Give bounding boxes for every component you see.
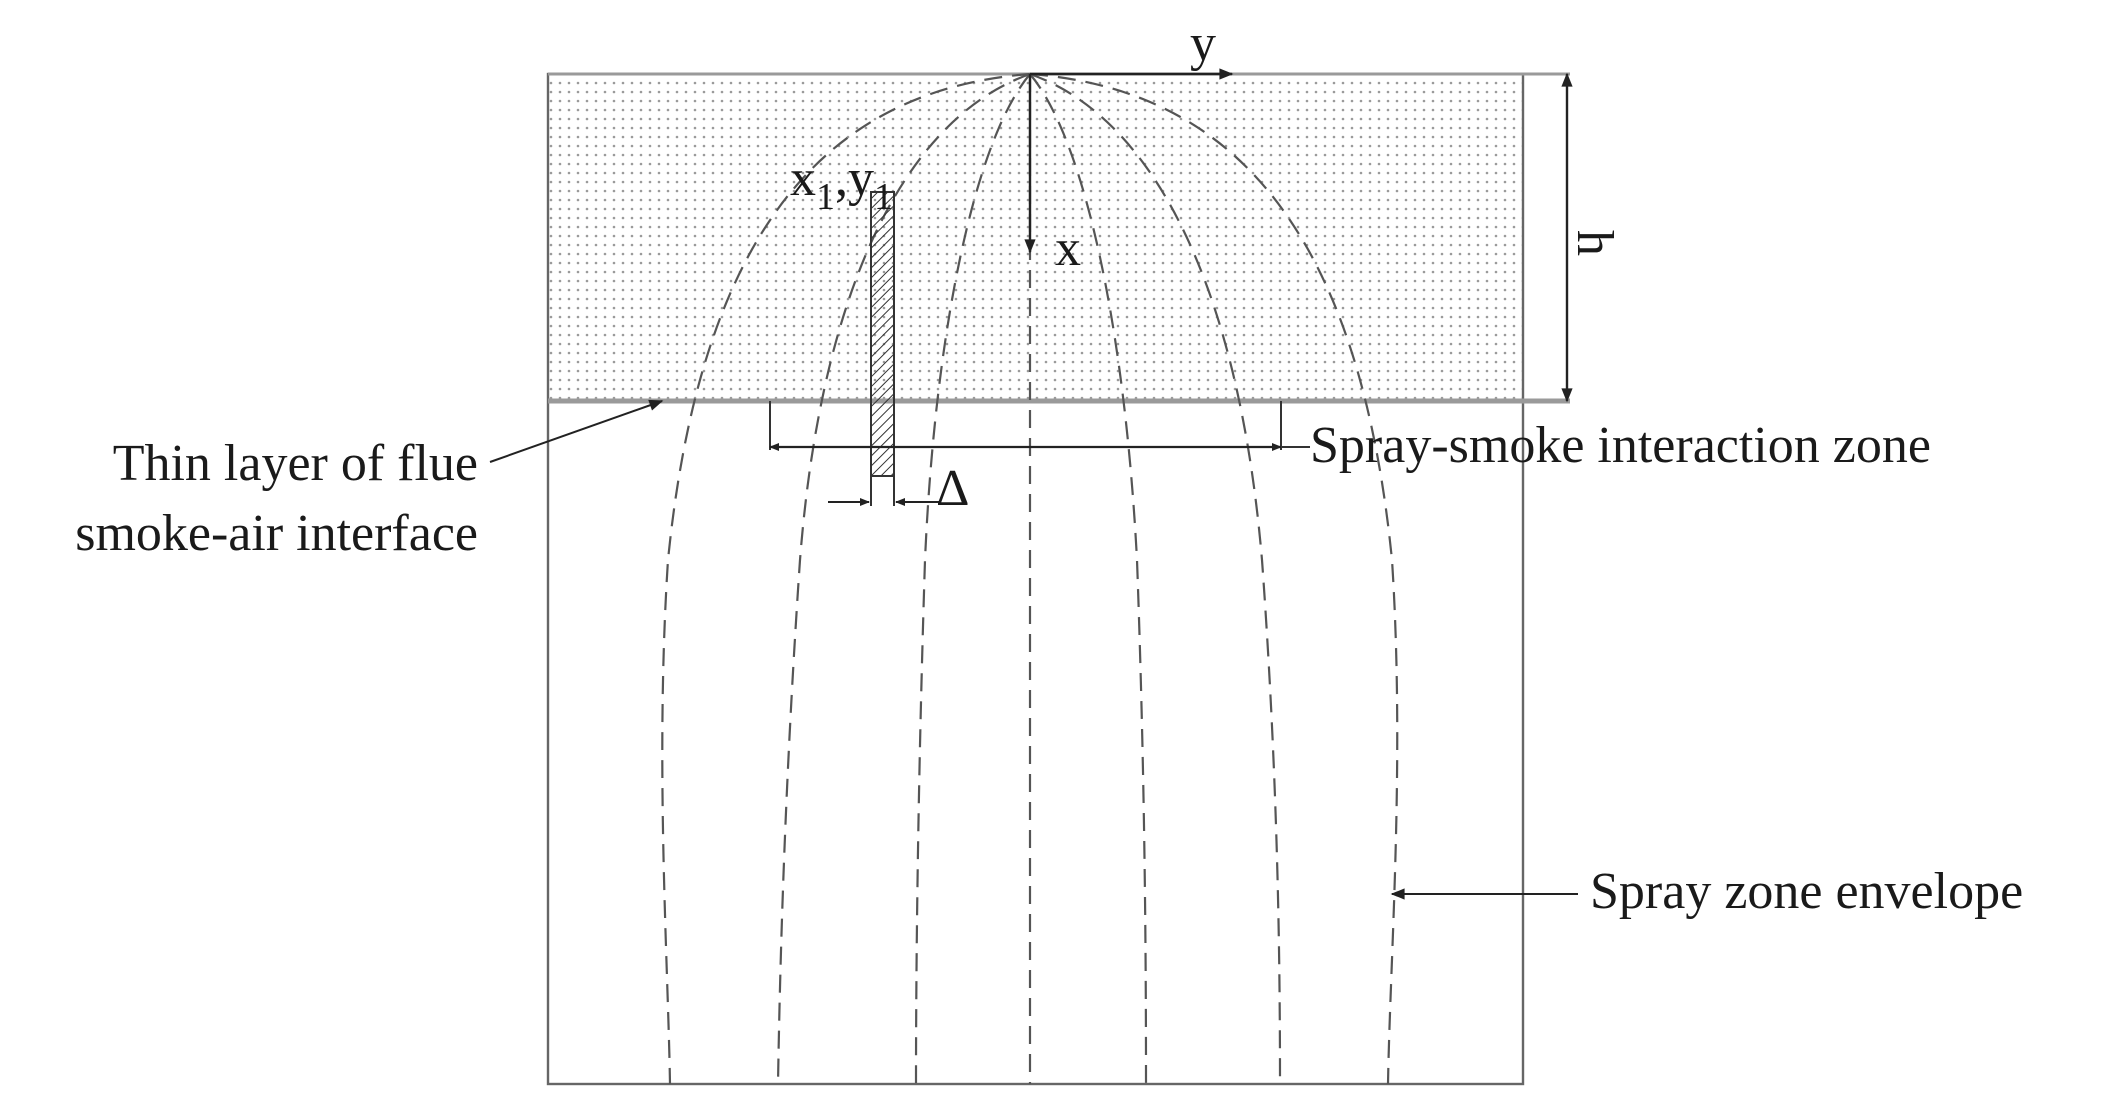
spray-envelope-left <box>661 72 1031 1085</box>
smoke-layer <box>548 74 1523 401</box>
interaction-zone-label: Spray-smoke interaction zone <box>1310 417 1931 474</box>
delta-label: Δ <box>936 460 969 517</box>
envelope-label: Spray zone envelope <box>1590 863 2023 920</box>
spray-curve-right-2 <box>1029 72 1282 1085</box>
interface-label-line1: Thin layer of flue <box>113 435 478 492</box>
h-label: h <box>1566 230 1623 256</box>
element-strip <box>870 191 895 477</box>
interface-label-line2: smoke-air interface <box>75 505 478 562</box>
spray-envelope-right <box>1029 72 1399 1085</box>
y-axis-label: y <box>1190 15 1216 72</box>
x-axis-label: x <box>1055 220 1081 277</box>
spray-curve-left-2 <box>776 72 1031 1085</box>
interface-leader <box>489 399 664 463</box>
point-label: x1,y1 <box>790 150 893 218</box>
